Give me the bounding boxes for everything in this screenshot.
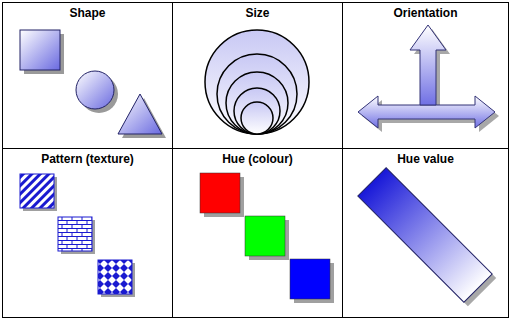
- hue-swatches: [200, 173, 334, 303]
- circle-size: [217, 54, 297, 134]
- value-gradient: [358, 168, 492, 302]
- blue-swatch: [290, 259, 330, 299]
- brick-pattern: [58, 217, 92, 251]
- vertical-arrow: [410, 25, 446, 105]
- table-cell: Orientation: [342, 2, 509, 149]
- table-cell: Shape: [2, 2, 173, 149]
- hue-value-bar: [358, 168, 496, 306]
- orientation-arrows: [358, 25, 499, 132]
- circle-size: [241, 102, 273, 134]
- cell-heading: Hue (colour): [173, 152, 342, 166]
- circle-size: [226, 72, 288, 134]
- circle-size: [205, 30, 309, 134]
- cell-heading: Shape: [3, 6, 172, 20]
- shape-examples: [20, 30, 166, 138]
- green-swatch: [245, 216, 285, 256]
- red-swatch: [200, 173, 240, 213]
- cell-heading: Pattern (texture): [3, 152, 172, 166]
- circle-size: [234, 88, 280, 134]
- cell-heading: Orientation: [343, 6, 508, 20]
- cell-heading: Size: [173, 6, 342, 20]
- square-shape: [20, 30, 60, 70]
- triangle-shape: [118, 94, 162, 134]
- table-cell: Hue (colour): [172, 148, 343, 318]
- size-circles: [205, 30, 309, 134]
- pattern-swatches: [20, 174, 135, 297]
- table-cell: Size: [172, 2, 343, 149]
- stripe-pattern: [20, 174, 54, 208]
- circle-shape: [76, 71, 114, 109]
- table-cell: Hue value: [342, 148, 509, 318]
- diamond-pattern: [98, 260, 132, 294]
- table-cell: Pattern (texture): [2, 148, 173, 318]
- cell-heading: Hue value: [343, 152, 508, 166]
